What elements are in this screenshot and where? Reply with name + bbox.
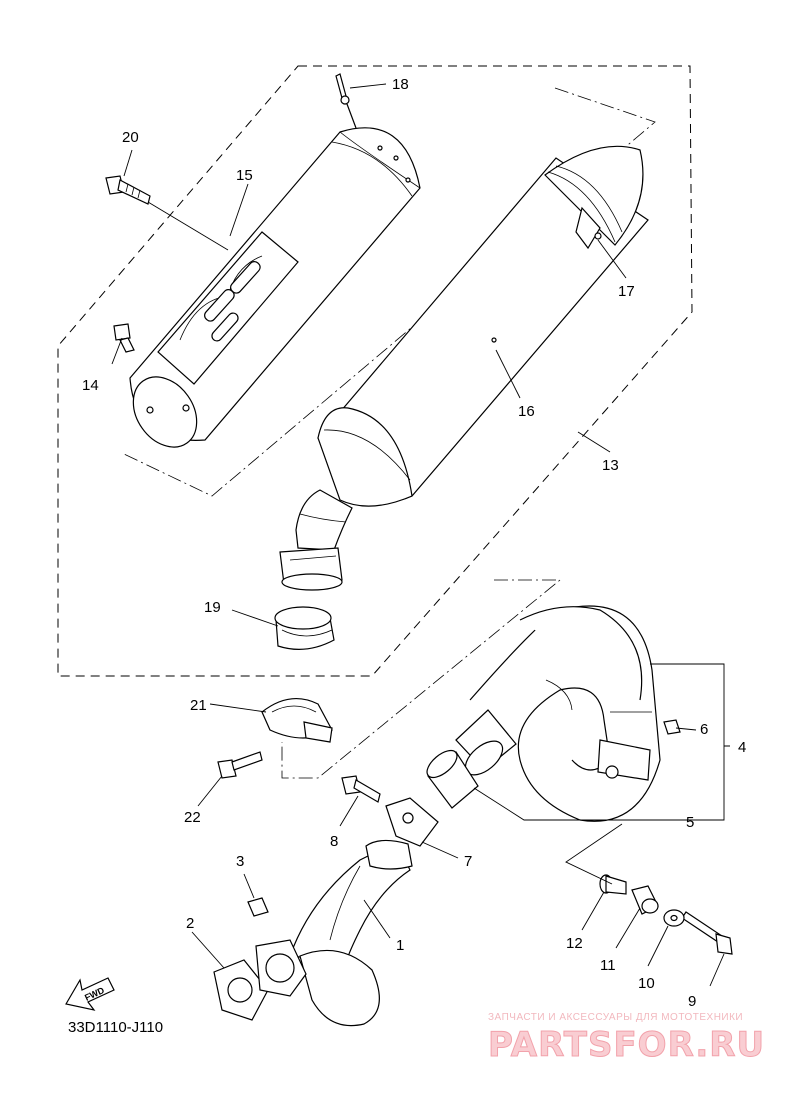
exhaust-header-1 [289,839,413,1027]
callout-12: 12 [566,935,583,952]
leader-lines [111,83,725,987]
muffler-body-16 [279,145,649,591]
rivet-18 [335,73,357,129]
screw-14 [113,323,135,353]
callout-9: 9 [688,993,696,1010]
forward-arrow-icon: FWD [65,977,115,1011]
watermark-brand: PARTSFOR.RU [488,1025,765,1065]
nut-6 [663,719,681,735]
callout-18: 18 [392,76,409,93]
gasket-19 [274,606,335,650]
washer-10 [663,909,685,927]
diagram-code: 33D1110-J110 [68,1019,163,1036]
callout-4: 4 [738,739,746,756]
exhaust-pipe-4 [455,605,661,822]
callout-5: 5 [686,814,694,831]
callout-22: 22 [184,809,201,826]
gasket-5 [426,749,479,809]
callout-21: 21 [190,697,207,714]
callout-13: 13 [602,457,619,474]
bracket-5 [473,787,676,885]
callout-8: 8 [330,833,338,850]
gasket-2 [213,939,307,1021]
clamp-7 [385,797,439,847]
nut-3 [247,897,269,917]
damper-11 [631,885,659,915]
callout-1: 1 [396,937,404,954]
callout-7: 7 [464,853,472,870]
reference-line-lower [281,579,562,779]
callout-11: 11 [600,957,616,974]
collar-12 [599,874,627,895]
callout-6: 6 [700,721,708,738]
bolt-8 [341,775,381,803]
muffler-cover-15 [129,127,421,448]
callout-16: 16 [518,403,535,420]
callout-17: 17 [618,283,635,300]
bolt-22 [217,751,263,779]
callout-10: 10 [638,975,655,992]
watermark-caption: ЗАПЧАСТИ И АКСЕССУАРЫ ДЛЯ МОТОТЕХНИКИ [488,1012,743,1023]
callout-14: 14 [82,377,99,394]
bolt-20 [105,175,151,205]
callout-19: 19 [204,599,221,616]
callout-20: 20 [122,129,139,146]
assembly-boundary-13 [57,65,693,677]
callout-3: 3 [236,853,244,870]
callout-15: 15 [236,167,253,184]
bolt-9 [681,911,733,955]
bracket-13 [577,431,611,453]
clamp-21 [261,697,333,743]
callout-2: 2 [186,915,194,932]
